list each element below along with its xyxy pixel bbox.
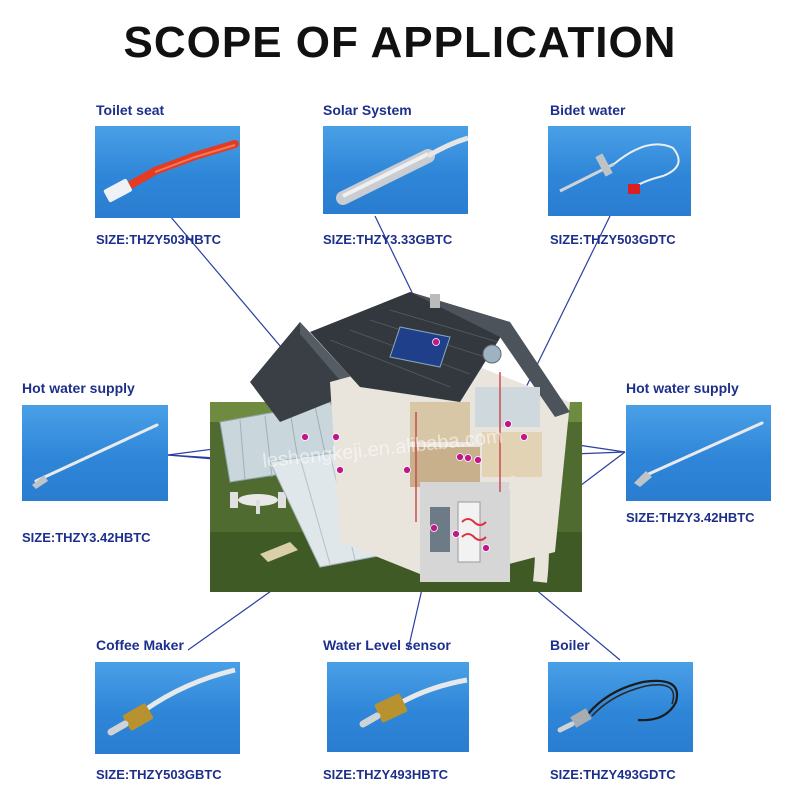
label-hot-water-supply-left: Hot water supply: [22, 380, 135, 396]
label-bidet-water: Bidet water: [550, 102, 626, 118]
label-coffee-maker: Coffee Maker: [96, 637, 184, 653]
page-title: SCOPE OF APPLICATION: [123, 18, 677, 67]
house-illustration: [210, 292, 582, 592]
size-coffee-maker: SIZE:THZY503GBTC: [96, 767, 222, 782]
photo-toilet-seat: [95, 126, 240, 218]
label-boiler: Boiler: [550, 637, 590, 653]
threaded-brass-probe-icon: [107, 667, 236, 736]
photo-solar-system: [323, 126, 468, 214]
size-water-level-sensor: SIZE:THZY493HBTC: [323, 767, 448, 782]
long-needle-probe-icon: [32, 423, 159, 489]
photo-hot-water-supply-left: [22, 405, 168, 501]
label-toilet-seat: Toilet seat: [96, 102, 165, 118]
long-needle-probe-icon: [634, 421, 764, 487]
house-icon: [210, 292, 582, 592]
label-solar-system: Solar System: [323, 102, 412, 118]
label-hot-water-supply-right: Hot water supply: [626, 380, 739, 396]
photo-hot-water-supply-right: [626, 405, 771, 501]
size-boiler: SIZE:THZY493GDTC: [550, 767, 676, 782]
photo-coffee-maker: [95, 662, 240, 754]
size-hot-water-supply-left: SIZE:THZY3.42HBTC: [22, 530, 151, 545]
size-toilet-seat: SIZE:THZY503HBTC: [96, 232, 221, 247]
threaded-brass-probe-icon: [359, 677, 468, 728]
size-hot-water-supply-right: SIZE:THZY3.42HBTC: [626, 510, 755, 525]
coiled-cable-probe-icon: [557, 679, 679, 733]
photo-water-level-sensor: [327, 662, 469, 752]
size-bidet-water: SIZE:THZY503GDTC: [550, 232, 676, 247]
red-cable-probe-icon: [103, 140, 239, 203]
photo-boiler: [548, 662, 693, 752]
needle-probe-icon: [559, 143, 680, 194]
label-water-level-sensor: Water Level sensor: [323, 637, 451, 653]
steel-tube-probe-icon: [336, 135, 468, 205]
photo-bidet-water: [548, 126, 691, 216]
size-solar-system: SIZE:THZY3.33GBTC: [323, 232, 453, 247]
